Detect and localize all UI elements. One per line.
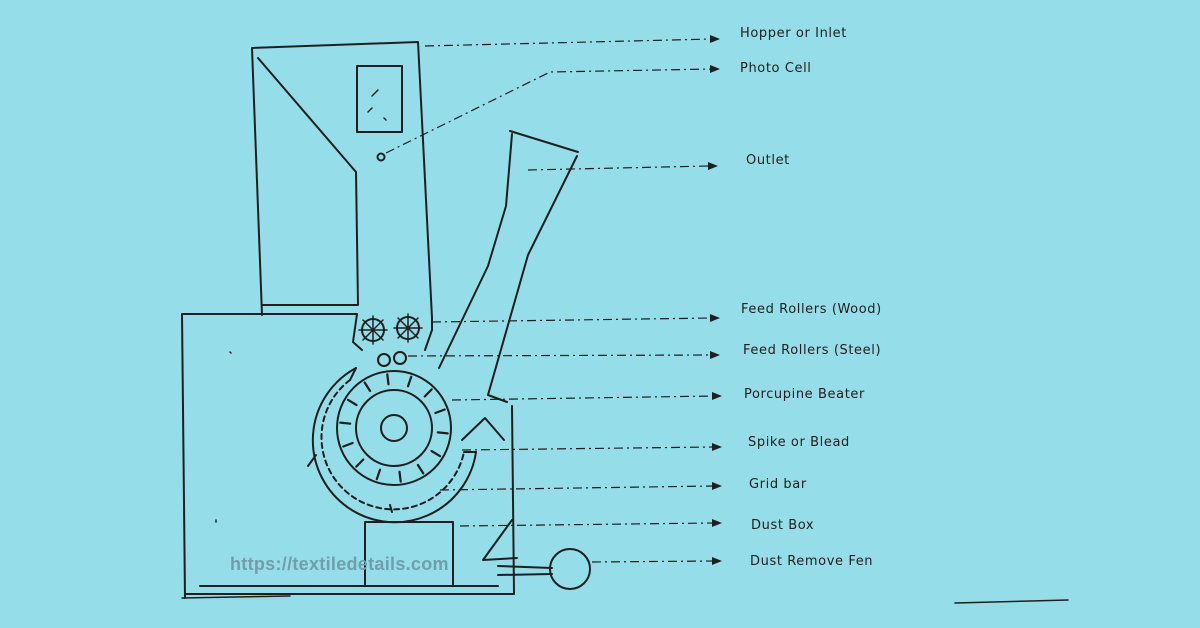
beater-spike [423,388,433,398]
beater-spike [430,449,442,458]
floor-line [181,595,291,599]
label-porcupine-beater: Porcupine Beater [744,387,865,402]
label-dust-fan: Dust Remove Fen [750,554,874,569]
floor-line-right [954,599,1069,604]
beater-spike [386,373,390,386]
label-feed-rollers-steel: Feed Rollers (Steel) [743,343,882,358]
baffle-plate [461,417,505,441]
outlet-duct [438,130,579,403]
leader-lines [385,38,715,563]
beater-spike [363,381,372,393]
label-grid-bar: Grid bar [749,477,807,492]
dust-fan [482,519,591,590]
label-dust-box: Dust Box [751,518,815,533]
label-spike: Spike or Blead [748,435,850,450]
beater-spikes [339,373,449,483]
label-feed-rollers-wood: Feed Rollers (Wood) [741,302,882,317]
specks [215,89,387,523]
feed-rollers-wood [358,313,423,345]
label-hopper: Hopper or Inlet [740,26,847,41]
beater-spike [342,441,354,448]
beater-spike [406,375,413,388]
beater-spike [398,470,402,483]
beater-spike [416,463,425,475]
beater-spike [339,421,352,425]
porcupine-beater [336,370,452,486]
dust-box [364,521,454,587]
grid-bar [307,367,477,524]
beater-spike [375,468,382,481]
feed-rollers-steel [377,351,407,367]
label-outlet: Outlet [746,153,790,168]
watermark-url: https://textiledetails.com [230,554,449,574]
arrowheads [708,35,722,565]
hopper [251,41,433,319]
beater-spike [434,408,446,415]
beater-spike [346,398,358,407]
beater-spike [355,458,365,468]
beater-spike [436,431,449,435]
label-photo-cell: Photo Cell [740,61,812,76]
